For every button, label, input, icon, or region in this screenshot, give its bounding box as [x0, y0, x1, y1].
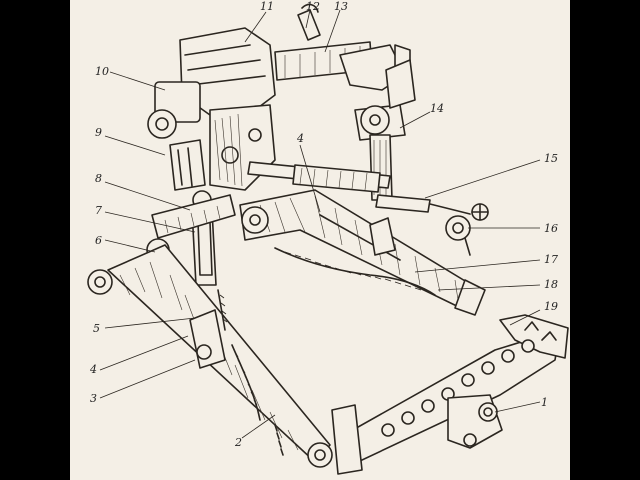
leader-lines: [99, 9, 541, 439]
callout-18: 18: [544, 278, 558, 291]
callout-3: 3: [90, 392, 97, 405]
callout-11: 11: [260, 0, 274, 13]
callout-14: 14: [430, 102, 444, 115]
callout-15: 15: [544, 152, 558, 165]
linkage-drawing: 1 2 3 4 4 5 6 7 8 9 10 11 12 13 14 15 16…: [87, 0, 569, 475]
callout-19: 19: [544, 300, 558, 313]
callout-labels: 1 2 3 4 4 5 6 7 8 9 10 11 12 13 14 15 16…: [89, 0, 558, 449]
callout-10: 10: [95, 65, 109, 78]
callout-12: 12: [306, 0, 320, 13]
top-bracket-assembly: [147, 27, 276, 191]
callout-17: 17: [544, 253, 558, 266]
callout-5: 5: [93, 322, 100, 335]
callout-4-right: 4: [296, 132, 304, 145]
callout-16: 16: [544, 222, 558, 235]
drawbar: [331, 314, 569, 475]
callout-7: 7: [95, 204, 102, 217]
right-lower-arm: [239, 189, 486, 316]
callout-9: 9: [95, 126, 102, 139]
callout-4-left: 4: [89, 363, 97, 376]
callout-8: 8: [95, 172, 102, 185]
callout-13: 13: [334, 0, 348, 13]
adjusting-rod: [247, 161, 489, 256]
left-lower-arm: [87, 238, 333, 468]
diagram-sheet: 1 2 3 4 4 5 6 7 8 9 10 11 12 13 14 15 16…: [70, 0, 570, 480]
callout-2: 2: [234, 436, 242, 449]
callout-6: 6: [95, 234, 102, 247]
callout-1: 1: [541, 396, 548, 409]
